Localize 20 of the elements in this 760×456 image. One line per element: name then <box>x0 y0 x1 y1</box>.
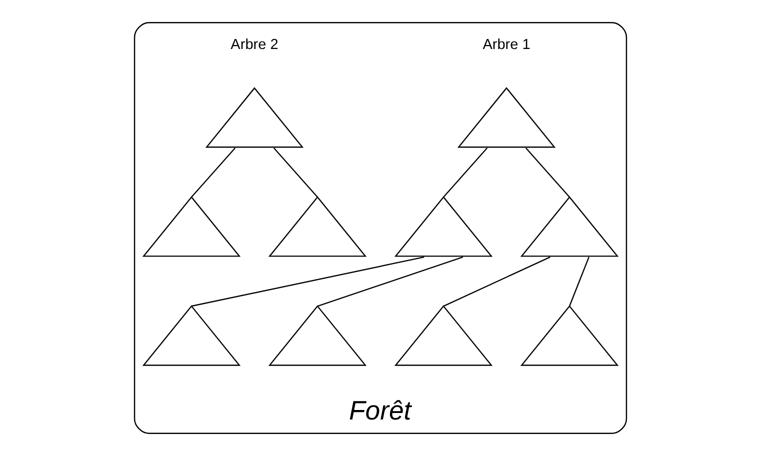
connector <box>316 256 463 307</box>
node-triangle <box>394 196 492 257</box>
node-triangle <box>520 305 618 366</box>
node-triangle <box>394 305 492 366</box>
node-triangle <box>268 196 366 257</box>
node-triangle <box>456 87 556 148</box>
connector <box>272 148 318 198</box>
connector <box>524 148 570 198</box>
connector <box>190 148 236 198</box>
node-triangle <box>142 305 240 366</box>
node-triangle <box>520 196 618 257</box>
node-label: Arbre 1 <box>482 36 530 53</box>
connector <box>442 148 488 198</box>
connector <box>568 256 589 306</box>
node-triangle <box>142 196 240 257</box>
node-triangle <box>268 305 366 366</box>
node-label: Arbre 2 <box>230 36 278 53</box>
connector <box>190 256 424 307</box>
node-triangle <box>204 87 304 148</box>
connector <box>442 256 550 307</box>
